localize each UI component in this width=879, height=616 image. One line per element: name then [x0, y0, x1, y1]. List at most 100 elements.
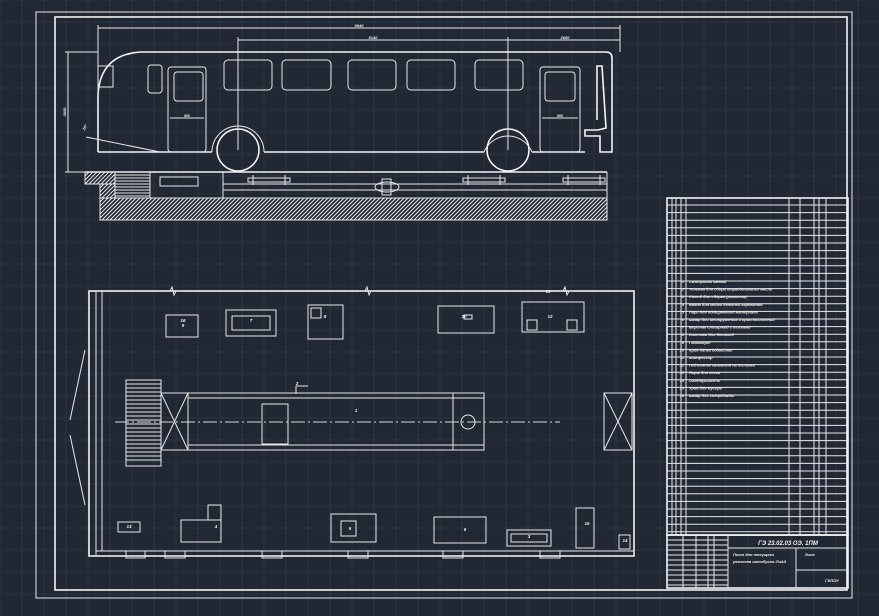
- equipment: [165, 314, 199, 338]
- hatch-line: [237, 197, 261, 221]
- legend-text: Ларь для обтирочного материала: [688, 309, 758, 314]
- hatch-line: [109, 197, 133, 221]
- hatch-line: [469, 197, 493, 221]
- hatch-line: [297, 197, 321, 221]
- hatch-line: [485, 197, 509, 221]
- hatch-line: [417, 197, 441, 221]
- pit-steps: [114, 171, 151, 199]
- window-opening: [164, 550, 186, 559]
- equipment: [225, 309, 277, 337]
- hatch-line: [557, 197, 581, 221]
- hatch-line: [84, 171, 90, 177]
- hatch-line: [577, 197, 601, 221]
- hatch-line: [349, 197, 373, 221]
- hatch-line: [549, 197, 573, 221]
- equipment: [575, 507, 595, 549]
- pit-step-box: [160, 392, 189, 451]
- hatch-line: [121, 197, 145, 221]
- legend-text: Ящик для песка: [688, 370, 721, 375]
- legend-number: 9: [682, 340, 685, 345]
- hatch-line: [449, 197, 473, 221]
- pit-foundation: [99, 197, 608, 221]
- hatch-line: [545, 197, 569, 221]
- hatch-line: [157, 197, 181, 221]
- hatch-line: [99, 183, 105, 189]
- hatch-line: [529, 197, 553, 221]
- hatch-line: [84, 171, 98, 185]
- hatch-line: [373, 197, 397, 221]
- hatch-line: [104, 173, 116, 185]
- hatch-line: [357, 197, 381, 221]
- hatch-line: [565, 197, 589, 221]
- hatch-line: [185, 197, 209, 221]
- hatch-line: [401, 197, 425, 221]
- hatch-line: [369, 197, 393, 221]
- pit-lift-plan: [261, 403, 289, 445]
- dimension-text: 5140: [369, 35, 379, 40]
- window-opening: [125, 550, 146, 559]
- hatch-line: [509, 197, 533, 221]
- sheet-label: Лист: [804, 553, 815, 557]
- plan-item-number: 11: [546, 289, 551, 294]
- bus-front-outline: [125, 379, 162, 467]
- hatch-line: [481, 197, 505, 221]
- hatch-line: [105, 188, 116, 199]
- dimension-text: 800: [184, 114, 190, 118]
- hatch-line: [117, 197, 141, 221]
- window-opening: [347, 550, 369, 559]
- jack-support: [462, 177, 506, 183]
- cross: [603, 392, 633, 451]
- window-opening: [261, 550, 283, 559]
- hatch-line: [100, 171, 114, 185]
- hatch-line: [289, 197, 313, 221]
- pit-lift: [374, 181, 400, 193]
- hatch-line: [505, 197, 529, 221]
- hatch-line: [305, 197, 329, 221]
- hatch-line: [165, 197, 189, 221]
- side-window: [347, 59, 397, 91]
- break-mark: [557, 285, 575, 297]
- hatch-line: [325, 197, 349, 221]
- hatch-line: [361, 197, 385, 221]
- hatch-line: [201, 197, 225, 221]
- hatch-line: [277, 197, 301, 221]
- hatch-line: [265, 197, 289, 221]
- plan-item-number: 13: [126, 524, 132, 529]
- hatch-line: [285, 197, 309, 221]
- hatch-line: [521, 197, 545, 221]
- hatch-line: [589, 202, 608, 221]
- hatch-line: [109, 192, 116, 199]
- equipment: [307, 304, 344, 340]
- hatch-line: [381, 197, 405, 221]
- pit-niche: [159, 176, 199, 187]
- hatch-line: [581, 197, 605, 221]
- plan-item-number: 10: [461, 314, 467, 319]
- title-block-border: [666, 534, 849, 589]
- hatch-line: [173, 197, 197, 221]
- bus-body-outline: [97, 51, 613, 153]
- hatch-line: [99, 197, 113, 211]
- hatch-line: [129, 197, 153, 221]
- equipment: [506, 529, 552, 547]
- legend-text: Шкаф для инструмента и приспособлений: [689, 317, 775, 322]
- hatch-line: [229, 197, 253, 221]
- legend-text: Тележка для сбора отработанного масла: [689, 287, 773, 292]
- hatch-line: [205, 197, 229, 221]
- hatch-line: [233, 197, 257, 221]
- pit-lift-body: [381, 178, 392, 196]
- front-door: [167, 66, 207, 153]
- dimension-text: 15°: [81, 123, 89, 131]
- equipment-detail: [510, 533, 548, 543]
- hatch-line: [245, 197, 269, 221]
- door-window: [544, 71, 576, 102]
- legend-number: 2: [681, 287, 685, 292]
- hatch-line: [513, 197, 537, 221]
- jack-support: [247, 177, 291, 183]
- legend-text: Огнетушитель: [689, 378, 721, 383]
